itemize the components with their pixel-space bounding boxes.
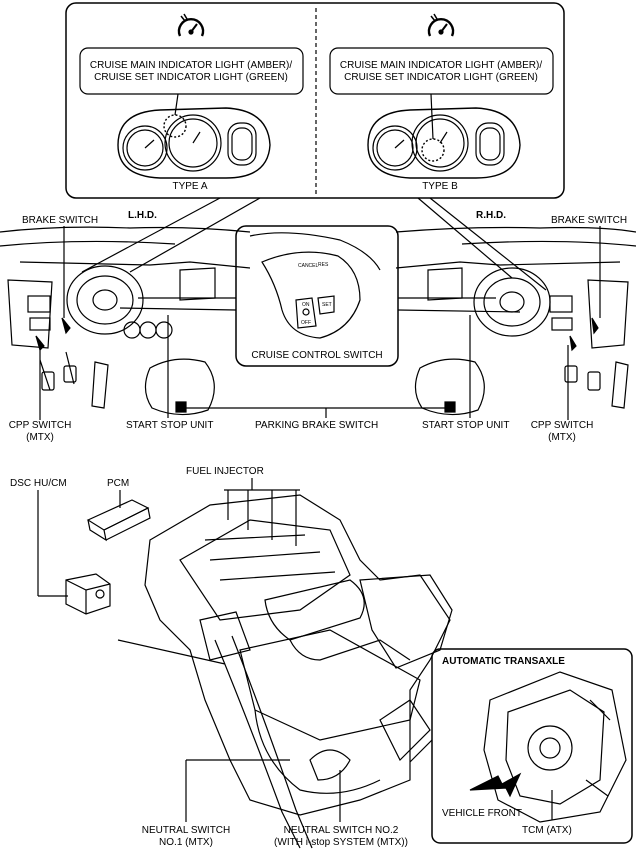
cpp-left-label-line1: CPP SWITCH [8,420,72,431]
switch-text-set: SET [322,302,332,308]
pcm-label: PCM [107,478,130,489]
cruise-icon-a [177,13,205,37]
callout-box-b [329,47,554,95]
instrument-cluster-a [117,93,271,179]
engine-assembly [117,478,453,849]
start-stop-right-label: START STOP UNIT [422,420,510,431]
neutral-switch-1-line2: NO.1 (MTX) [159,837,213,848]
transaxle-unit [409,671,627,823]
indicator-label-a-line2: CRUISE SET INDICATOR LIGHT (GREEN) [94,72,288,83]
switch-text-off: OFF [301,320,311,326]
tcm-label: TCM (ATX) [522,825,572,836]
vehicle-front-arrow [469,772,522,798]
brake-switch-right-label: BRAKE SWITCH [551,215,628,226]
type-a-label: TYPE A [172,181,208,192]
pcm-unit [86,490,151,542]
fuel-injector-label: FUEL INJECTOR [186,466,264,477]
steering-wheel-detail [119,232,521,339]
callout-box-a [79,47,304,95]
indicator-label-b-line2: CRUISE SET INDICATOR LIGHT (GREEN) [344,72,538,83]
neutral-switch-2-line1: NEUTRAL SWITCH NO.2 [283,825,399,836]
brake-switch-left-label: BRAKE SWITCH [22,215,99,226]
neutral-switch-2-line2: (WITH i-stop SYSTEM (MTX)) [274,837,408,848]
transaxle-inset [431,648,633,844]
rhd-dashboard [326,226,636,420]
vehicle-front-label: VEHICLE FRONT [442,808,523,819]
cruise-icon-b [427,13,455,37]
parking-brake-switch-label: PARKING BRAKE SWITCH [255,420,379,431]
instrument-cluster-b [367,93,521,179]
start-stop-left-label: START STOP UNIT [126,420,214,431]
dsc-hu-cm-label: DSC HU/CM [10,478,67,489]
cruise-switch-inset [235,225,399,367]
cruise-control-switch-label: CRUISE CONTROL SWITCH [251,350,383,361]
indicator-label-a-line1: CRUISE MAIN INDICATOR LIGHT (AMBER)/ [89,60,293,71]
lhd-label: L.H.D. [128,210,157,221]
switch-text-cancel: CANCEL [298,263,319,269]
type-b-label: TYPE B [422,181,458,192]
indicator-panel-frame [65,2,565,199]
cpp-right-label-line2: (MTX) [548,432,576,443]
lhd-dashboard [0,226,327,420]
indicator-label-b-line1: CRUISE MAIN INDICATOR LIGHT (AMBER)/ [339,60,543,71]
neutral-switch-1-line1: NEUTRAL SWITCH [141,825,231,836]
cpp-left-label-line2: (MTX) [26,432,54,443]
dsc-hu-cm-unit [37,490,111,615]
rhd-label: R.H.D. [476,210,506,221]
automatic-transaxle-label: AUTOMATIC TRANSAXLE [442,656,565,667]
switch-text-on: ON [302,302,310,308]
switch-text-res: RES [318,262,329,268]
cpp-right-label-line1: CPP SWITCH [530,420,594,431]
